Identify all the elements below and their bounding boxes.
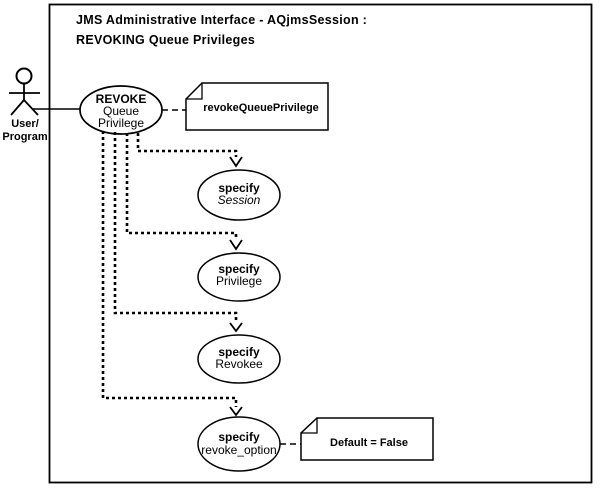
arrowheads [229, 156, 243, 417]
actor-label-line2: Program [2, 131, 47, 143]
note-default-outline [300, 417, 434, 461]
note-method: revokeQueuePrivilege [185, 82, 329, 131]
specify-session-verb: specify [218, 181, 260, 195]
specify-privilege-object: Privilege [216, 274, 262, 288]
actor-leg-left [10, 99, 25, 116]
usecase-specify-privilege [197, 252, 281, 302]
usecase-specify-revokee [197, 334, 281, 384]
usecase-revoke-line3: Privilege [98, 116, 144, 130]
specify-privilege-verb: specify [218, 262, 260, 276]
specify-revoke-option-verb: specify [218, 430, 260, 444]
diagram-frame [48, 3, 593, 484]
arrowhead-privilege-icon [229, 239, 243, 251]
specify-revokee-object: Revokee [215, 357, 263, 371]
user-program-actor-icon [9, 67, 40, 116]
connector-to-revoke-option [101, 131, 238, 407]
arrowhead-revoke-option-icon [229, 406, 243, 417]
note-method-outline [185, 82, 329, 131]
usecase-revoke-line2: Queue [103, 104, 139, 118]
note-method-text: revokeQueuePrivilege [203, 102, 319, 114]
note-default-text: Default = False [330, 437, 408, 449]
specify-revoke-option-object: revoke_option [201, 443, 276, 457]
usecase-specify-session [197, 169, 281, 221]
usecase-revoke-line1: REVOKE [96, 92, 147, 106]
connector-to-session [136, 133, 238, 157]
connector-to-revokee [113, 132, 238, 322]
actor-label-line1: User/ [11, 118, 39, 130]
arrowhead-revokee-icon [229, 322, 243, 333]
diagram-title-line2: REVOKING Queue Privileges [76, 33, 255, 47]
actor-leg-right [23, 99, 39, 116]
specify-revokee-verb: specify [218, 345, 260, 359]
diagram-title-line1: JMS Administrative Interface - AQjmsSess… [76, 13, 367, 27]
note-default: Default = False [300, 417, 434, 461]
uses-connectors [101, 131, 238, 407]
note-method-fold [186, 83, 203, 100]
specify-session-object: Session [218, 193, 261, 207]
connector-to-privilege [125, 133, 238, 240]
note-default-fold [301, 418, 318, 434]
actor-head [15, 67, 33, 85]
arrowhead-session-icon [229, 156, 243, 168]
